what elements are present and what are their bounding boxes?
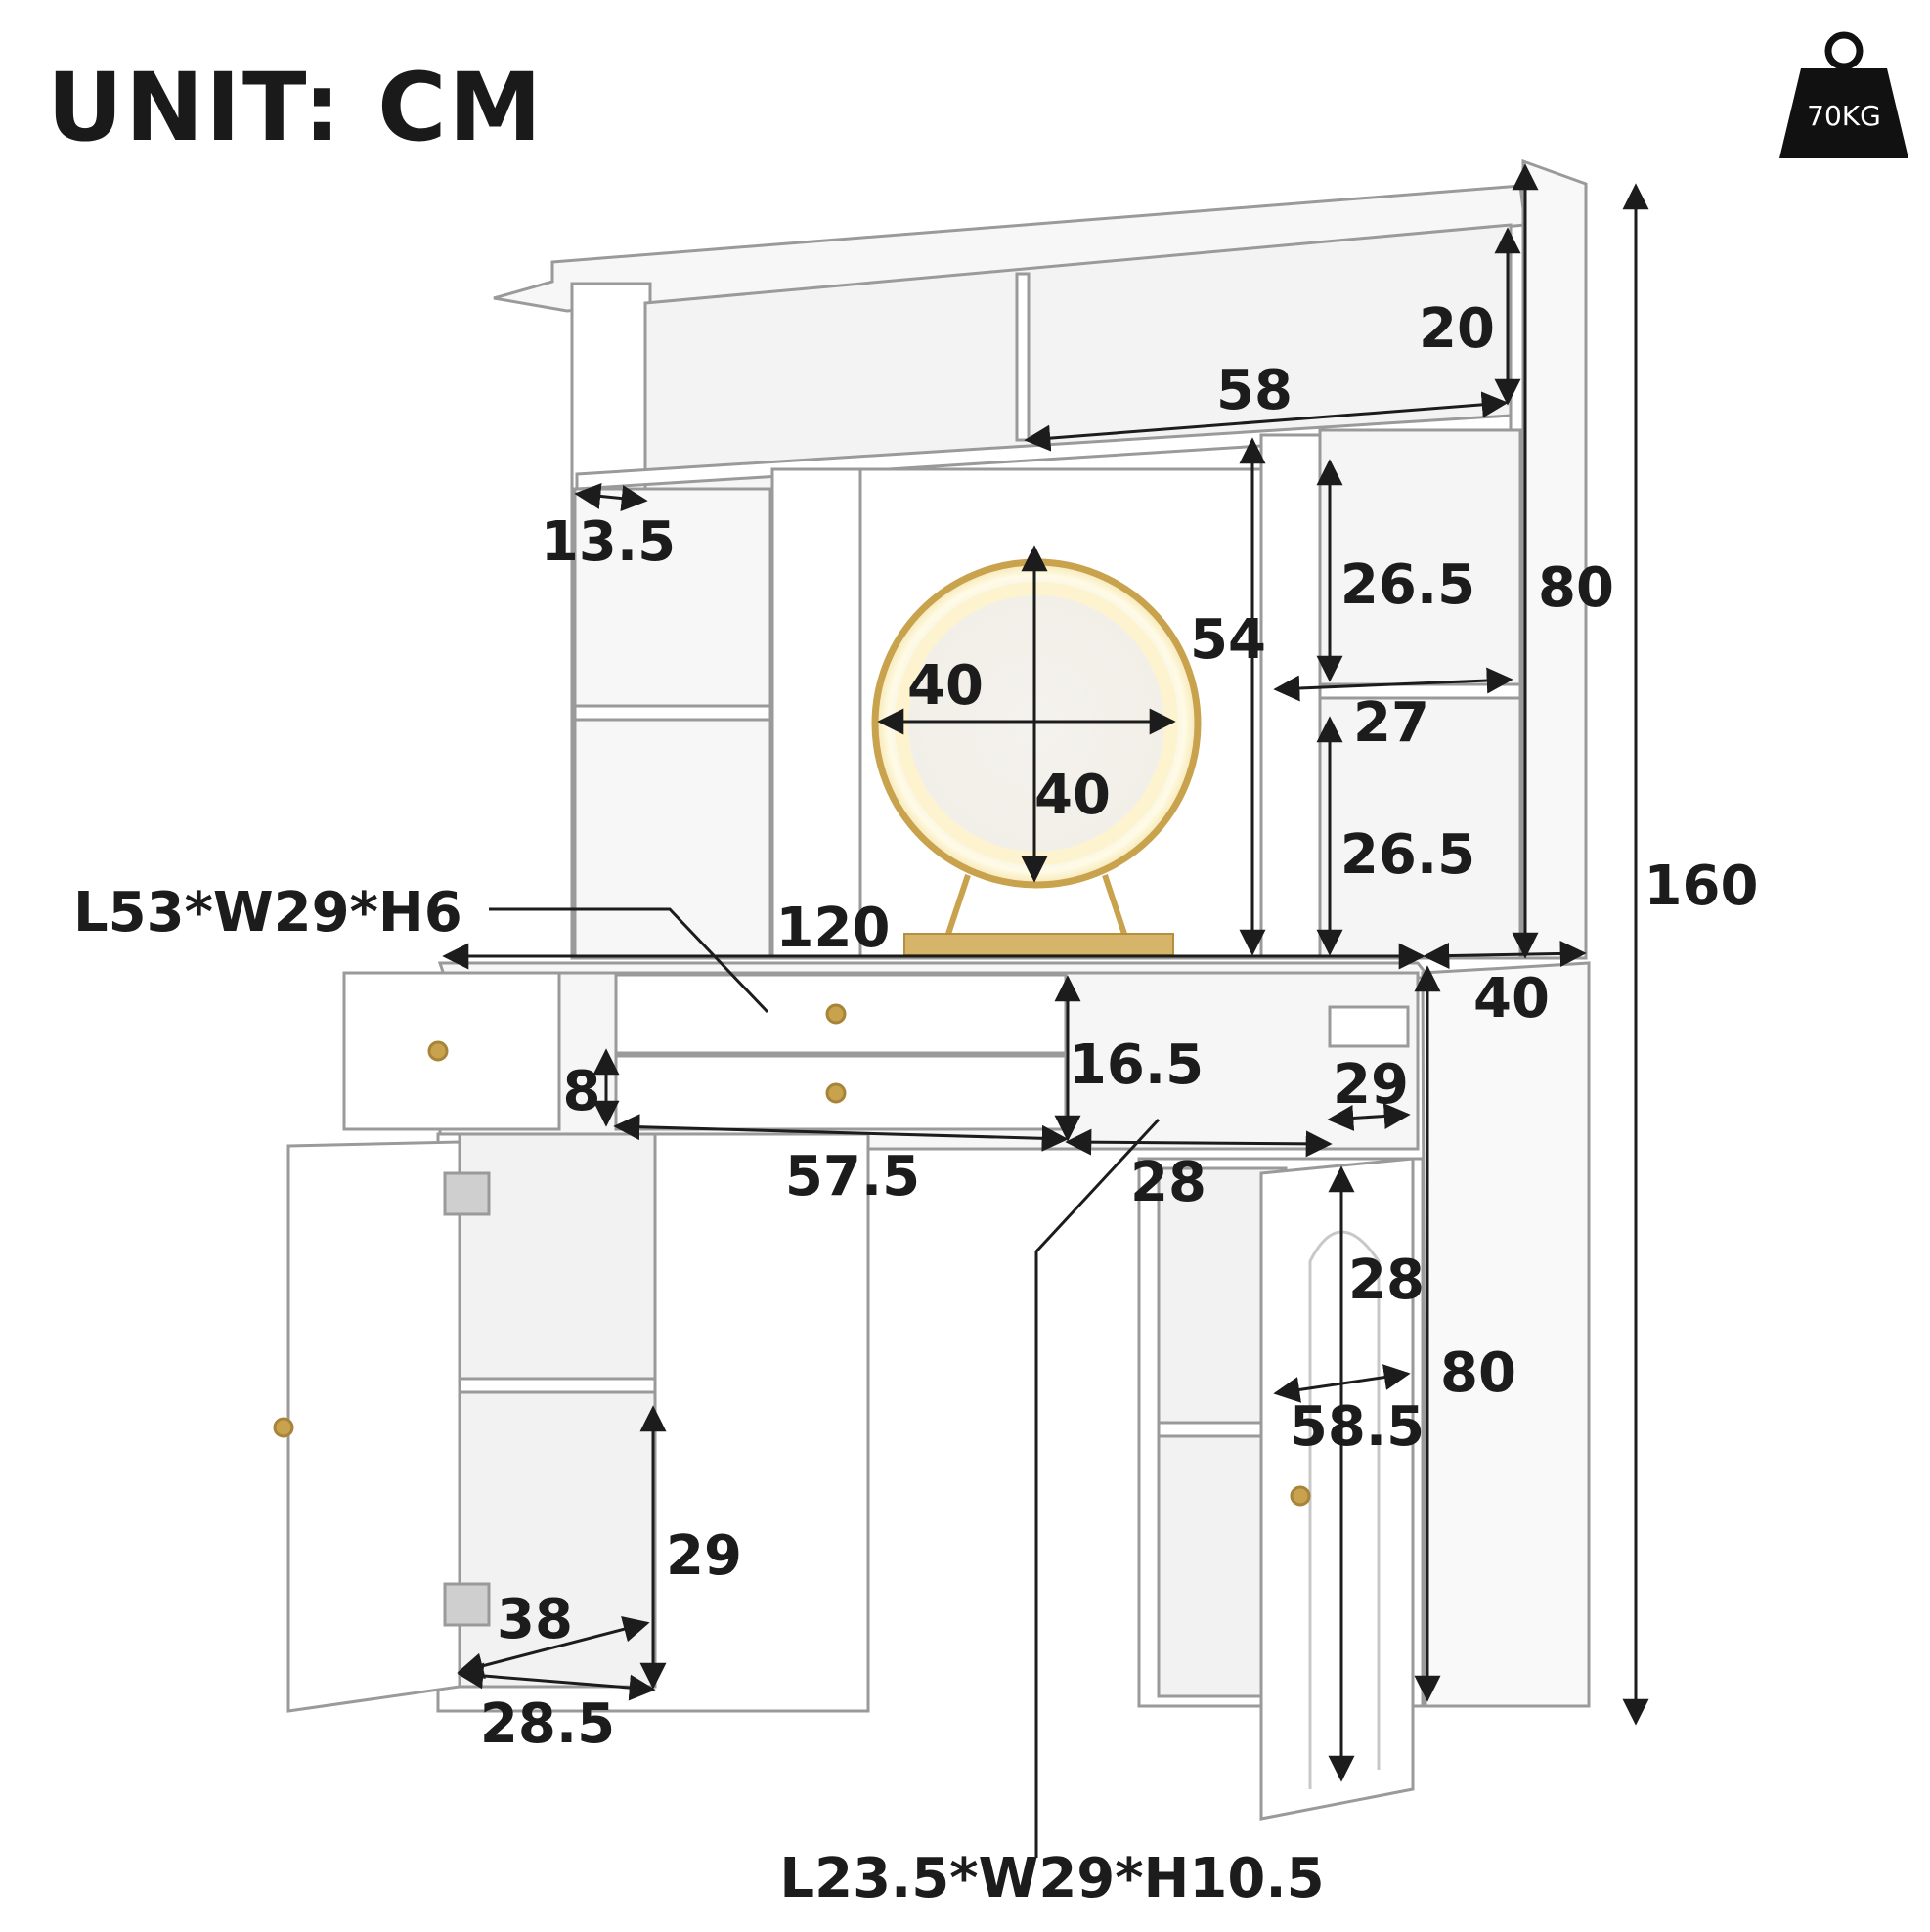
label-total-height: 160 bbox=[1645, 855, 1759, 918]
callout-side-drawer-size: L23.5*W29*H10.5 bbox=[779, 1847, 1324, 1910]
unit-title: UNIT: CM bbox=[47, 53, 545, 162]
label-left-cabinet-height: 29 bbox=[666, 1524, 742, 1588]
left-shelf bbox=[573, 704, 772, 722]
desk-right-side bbox=[1421, 961, 1591, 1708]
label-desk-depth: 40 bbox=[1473, 967, 1550, 1031]
left-cabinet-shelf bbox=[458, 1377, 657, 1394]
label-hutch-height: 80 bbox=[1538, 556, 1614, 620]
callout-leader-side-drawer bbox=[1034, 1118, 1161, 1858]
left-side-drawer bbox=[342, 971, 561, 1131]
label-center-drawer-height: 16.5 bbox=[1069, 1033, 1204, 1097]
label-center-drawer-width: 57.5 bbox=[785, 1145, 920, 1208]
center-upper-knob bbox=[825, 1003, 847, 1025]
label-top-shelf-width: 58 bbox=[1216, 359, 1293, 422]
left-cabinet-interior bbox=[458, 1132, 657, 1689]
label-right-lower: 26.5 bbox=[1340, 823, 1475, 887]
label-mirror-width: 40 bbox=[907, 654, 984, 718]
dim-line-center-drawer-depth bbox=[1065, 1128, 1333, 1158]
label-left-cabinet-depth: 38 bbox=[497, 1588, 573, 1651]
right-column-divider bbox=[1259, 433, 1322, 960]
label-top-shelf-height: 20 bbox=[1419, 297, 1495, 361]
mirror-stand bbox=[945, 874, 1127, 935]
label-left-depth: 13.5 bbox=[541, 510, 676, 574]
left-hinge-bottom bbox=[443, 1582, 491, 1627]
label-right-drawer-depth: 29 bbox=[1333, 1053, 1409, 1117]
left-door-knob bbox=[273, 1417, 294, 1438]
label-right-upper: 26.5 bbox=[1340, 553, 1475, 617]
label-desk-width: 120 bbox=[776, 897, 891, 960]
left-hinge-top bbox=[443, 1171, 491, 1216]
dim-line-center-drawer-width bbox=[613, 1114, 1069, 1152]
label-center-drawer-depth: 28 bbox=[1130, 1151, 1206, 1214]
dim-line-desk-depth bbox=[1423, 940, 1587, 970]
dim-line-top-shelf-width bbox=[1024, 391, 1509, 452]
dim-line-right-width bbox=[1273, 667, 1513, 702]
dimension-labels: 20 58 13.5 26.5 27 26.5 80 160 54 40 40 … bbox=[73, 297, 1758, 1910]
left-column-divider bbox=[770, 467, 862, 960]
label-mirror-inner: 40 bbox=[1034, 764, 1111, 827]
callout-leader-center-drawer bbox=[489, 907, 769, 1014]
weight-label: 70KG bbox=[1807, 100, 1881, 132]
dim-line-right-drawer-depth bbox=[1327, 1103, 1411, 1131]
label-right-cabinet-width: 58.5 bbox=[1290, 1395, 1425, 1459]
label-right-width: 27 bbox=[1353, 691, 1429, 755]
left-cabinet-door bbox=[286, 1140, 461, 1713]
dim-line-left-cabinet-width bbox=[457, 1662, 656, 1701]
mirror-base bbox=[903, 933, 1174, 956]
right-door-knob bbox=[1290, 1485, 1311, 1507]
left-drawer-knob bbox=[427, 1040, 449, 1062]
label-left-cabinet-width: 28.5 bbox=[480, 1692, 615, 1756]
weight-badge: 70KG bbox=[1779, 31, 1908, 158]
callout-center-drawer-size: L53*W29*H6 bbox=[73, 881, 462, 944]
dimension-lines bbox=[442, 163, 1649, 1858]
right-side-drawer bbox=[1328, 1005, 1410, 1048]
label-left-drawer-height: 8 bbox=[563, 1060, 601, 1123]
dim-line-left-depth bbox=[574, 482, 648, 512]
top-divider bbox=[1015, 272, 1031, 442]
label-base-height: 80 bbox=[1440, 1341, 1516, 1405]
weight-icon-handle bbox=[1824, 31, 1864, 70]
label-right-cabinet-height: 28 bbox=[1348, 1249, 1425, 1312]
center-lower-knob bbox=[825, 1082, 847, 1104]
label-mirror-height: 54 bbox=[1190, 608, 1266, 672]
mirror-frame bbox=[871, 558, 1202, 889]
dim-line-right-cabinet-width bbox=[1273, 1364, 1411, 1403]
weight-icon bbox=[1779, 68, 1908, 158]
left-column bbox=[573, 487, 772, 960]
